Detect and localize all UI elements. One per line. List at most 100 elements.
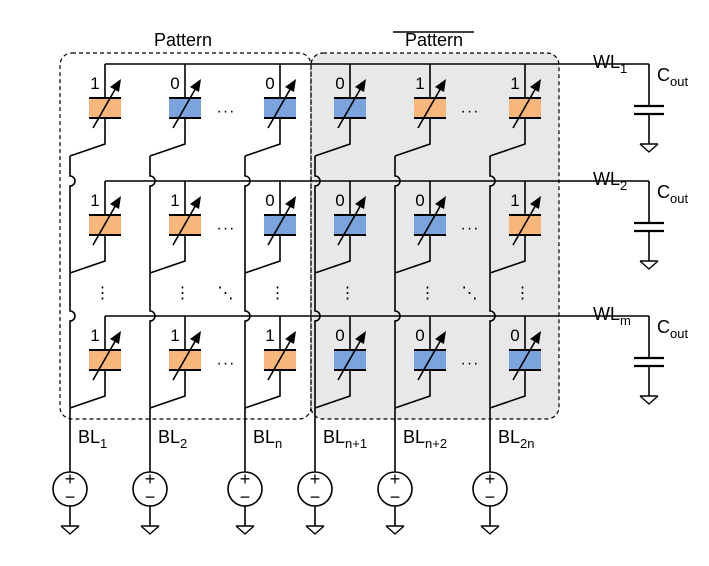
cell-bit-value: 0 <box>335 326 344 345</box>
column-ellipsis: ··· <box>461 355 480 372</box>
row-ellipsis: ⋮ <box>420 285 437 302</box>
tunable-arrow-head <box>355 79 366 92</box>
tunable-arrow-head <box>285 79 296 92</box>
capacitor-label-3-subscript: out <box>670 326 688 341</box>
pattern-region <box>59 52 312 420</box>
cell-bit-value: 0 <box>335 191 344 210</box>
minus-sign: − <box>310 487 321 507</box>
cell-bit-value: 1 <box>90 326 99 345</box>
diagonal-ellipsis: ⋱ <box>462 285 479 302</box>
column-ellipsis: ··· <box>461 220 480 237</box>
word-line-label-1-base: WL <box>593 52 620 72</box>
minus-sign: − <box>240 487 251 507</box>
cell-bottom-lead <box>314 118 351 157</box>
word-line-label-3-base: WL <box>593 304 620 324</box>
cell-bit-value: 1 <box>510 191 519 210</box>
memory-cell: 0 <box>314 64 366 157</box>
cell-bit-value: 0 <box>335 74 344 93</box>
plus-sign: + <box>485 469 496 489</box>
bit-line-6 <box>489 156 496 472</box>
tunable-arrow-shaft <box>267 337 293 381</box>
cell-bottom-lead <box>69 370 106 409</box>
tunable-arrow-shaft <box>92 202 118 246</box>
bit-line-label-1-base: BL <box>78 427 100 447</box>
bit-line-label-2: BL2 <box>158 427 187 451</box>
tunable-arrow-shaft <box>172 85 198 129</box>
cell-bit-value: 1 <box>415 74 424 93</box>
capacitor-label-3: Cout <box>657 317 688 341</box>
bit-line-4 <box>314 156 321 472</box>
background-layer <box>59 31 560 420</box>
tunable-arrow-head <box>355 196 366 209</box>
tunable-arrow-head <box>110 196 121 209</box>
memory-cell: 0 <box>314 316 366 409</box>
capacitor-label-2-base: C <box>657 182 670 202</box>
tunable-arrow-shaft <box>417 202 443 246</box>
cell-bottom-lead <box>244 118 281 157</box>
cell-bottom-lead <box>314 235 351 274</box>
word-line-label-2: WL2 <box>593 169 627 193</box>
word-line-label-2-subscript: 2 <box>620 178 627 193</box>
word-line-label-3: WLm <box>593 304 631 328</box>
cell-bottom-lead <box>69 235 106 274</box>
tunable-arrow-shaft <box>417 85 443 129</box>
memory-cell: 1 <box>149 316 201 409</box>
output-capacitor <box>570 180 664 270</box>
bit-line-label-6-subscript: 2n <box>520 436 534 451</box>
output-capacitor <box>570 315 664 405</box>
ground-icon <box>385 525 405 535</box>
row-ellipsis: ⋮ <box>175 285 192 302</box>
cell-bottom-lead <box>489 370 526 409</box>
row-ellipsis: ⋮ <box>340 285 357 302</box>
cell-bottom-lead <box>489 235 526 274</box>
memory-cell: 1 <box>489 181 541 274</box>
cell-bottom-lead <box>394 118 431 157</box>
word-line-label-1: WL1 <box>593 52 627 76</box>
ground-icon <box>235 525 255 535</box>
tunable-arrow-shaft <box>172 337 198 381</box>
tunable-arrow-head <box>110 79 121 92</box>
capacitor-label-2: Cout <box>657 182 688 206</box>
tunable-arrow-shaft <box>337 337 363 381</box>
row-ellipsis: ⋮ <box>95 285 112 302</box>
cell-bit-value: 0 <box>265 74 274 93</box>
cell-bit-value: 1 <box>90 74 99 93</box>
memory-cell: 1 <box>149 181 201 274</box>
ground-icon <box>639 143 659 153</box>
bit-line-label-3-subscript: n <box>275 436 282 451</box>
column-ellipsis: ··· <box>217 220 236 237</box>
cell-bit-value: 0 <box>265 191 274 210</box>
bit-line-label-2-subscript: 2 <box>180 436 187 451</box>
bit-line-label-6-base: BL <box>498 427 520 447</box>
bit-line-label-5-base: BL <box>403 427 425 447</box>
word-line-label-3-subscript: m <box>620 313 631 328</box>
cell-bit-value: 0 <box>415 191 424 210</box>
cell-bottom-lead <box>394 235 431 274</box>
tunable-arrow-shaft <box>417 337 443 381</box>
tunable-arrow-head <box>285 331 296 344</box>
tunable-arrow-shaft <box>92 337 118 381</box>
cell-bottom-lead <box>489 118 526 157</box>
minus-sign: − <box>65 487 76 507</box>
ground-icon <box>639 395 659 405</box>
column-ellipsis: ··· <box>217 355 236 372</box>
cell-bit-value: 1 <box>265 326 274 345</box>
tunable-arrow-head <box>190 196 201 209</box>
bit-line-label-4: BLn+1 <box>323 427 367 451</box>
minus-sign: − <box>485 487 496 507</box>
memory-cell: 0 <box>244 181 296 274</box>
bit-line-label-5-subscript: n+2 <box>425 436 447 451</box>
tunable-arrow-shaft <box>337 202 363 246</box>
memory-cell: 1 <box>69 64 121 157</box>
bit-line-label-4-base: BL <box>323 427 345 447</box>
tunable-arrow-shaft <box>337 85 363 129</box>
cell-bottom-lead <box>149 370 186 409</box>
output-capacitor <box>570 63 664 153</box>
tunable-arrow-shaft <box>172 202 198 246</box>
plus-sign: + <box>240 469 251 489</box>
cell-bit-value: 0 <box>415 326 424 345</box>
cell-bottom-lead <box>69 118 106 157</box>
